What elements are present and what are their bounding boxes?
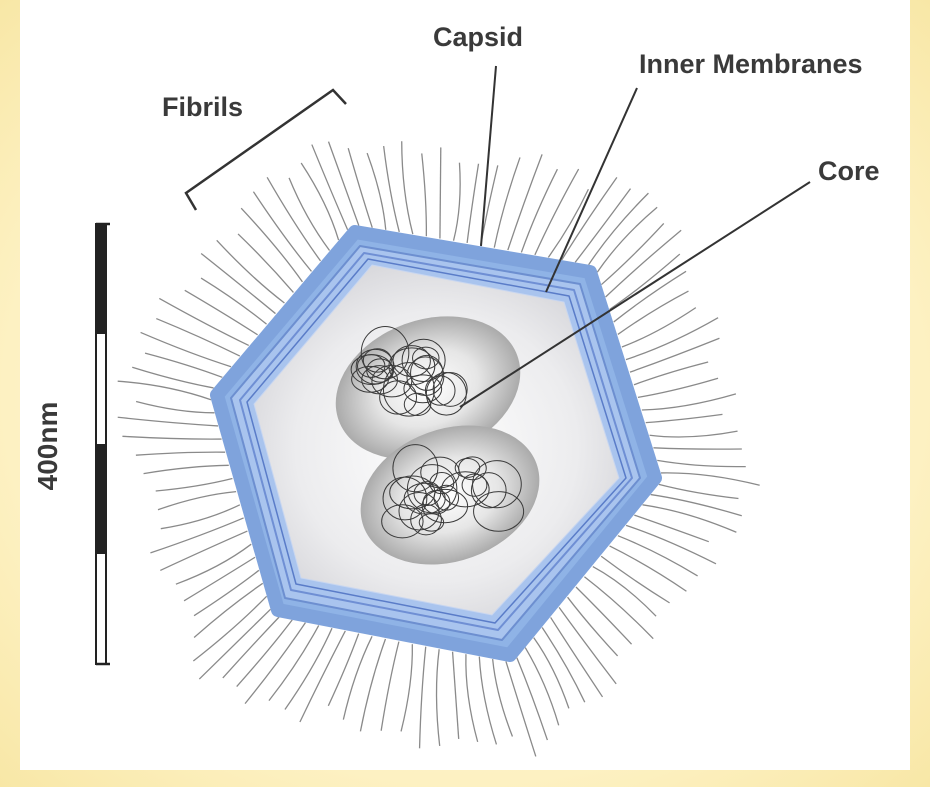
fibril <box>521 169 557 252</box>
fibril <box>646 414 723 422</box>
fibril <box>638 378 718 397</box>
fibril <box>626 318 718 360</box>
fibril <box>145 353 222 377</box>
fibril <box>185 290 258 335</box>
fibril <box>159 298 248 345</box>
fibril <box>506 661 536 756</box>
fibril <box>454 163 461 241</box>
fibril <box>466 654 478 742</box>
fibril <box>420 647 426 749</box>
scale-bar-label: 400nm <box>34 396 62 496</box>
fibril <box>508 154 542 250</box>
inner-membranes-label: Inner Membranes <box>639 51 863 78</box>
fibril <box>422 153 427 236</box>
fibril <box>542 628 585 703</box>
fibril <box>160 531 247 570</box>
fibril <box>301 163 338 240</box>
fibril <box>653 448 741 449</box>
fibril <box>136 452 225 455</box>
capsid-leader-line <box>481 66 496 246</box>
fibril <box>517 658 548 741</box>
fibril <box>576 587 632 644</box>
fibril <box>437 649 440 746</box>
fibril <box>401 644 412 731</box>
fibril <box>494 157 520 247</box>
fibril <box>568 597 618 656</box>
fibril <box>630 338 719 372</box>
fibril <box>381 642 399 731</box>
fibril <box>481 165 498 245</box>
fibril <box>650 431 738 437</box>
capsid-label: Capsid <box>433 24 523 51</box>
fibril <box>659 484 739 498</box>
fibril <box>402 141 413 234</box>
fibril <box>144 465 229 473</box>
fibril <box>661 473 760 485</box>
fibril <box>328 634 358 706</box>
fibril <box>199 609 270 679</box>
scale-bar <box>96 224 110 664</box>
fibril <box>289 178 329 251</box>
fibril <box>122 436 221 439</box>
fibril <box>657 460 746 466</box>
fibril <box>156 319 240 357</box>
fibril <box>525 648 558 726</box>
fibril <box>440 147 441 238</box>
fibril <box>141 332 231 366</box>
fibril <box>453 652 459 739</box>
fibril <box>176 544 251 584</box>
fibril <box>384 146 400 232</box>
fibril <box>548 189 588 257</box>
fibril <box>634 362 708 385</box>
fibril <box>467 164 478 243</box>
fibril <box>118 417 218 426</box>
fibril <box>348 148 372 228</box>
fibril <box>643 505 737 532</box>
fibril <box>642 394 736 410</box>
fibril <box>634 515 708 542</box>
fibril <box>158 492 236 510</box>
fibril <box>329 142 359 226</box>
fibril <box>156 478 233 490</box>
fibrils-label: Fibrils <box>162 94 243 121</box>
fibril <box>343 636 372 719</box>
fibril <box>136 402 214 413</box>
core-label: Core <box>818 158 880 185</box>
fibril <box>622 308 696 347</box>
fibril <box>606 230 682 297</box>
fibril <box>201 278 266 324</box>
fibril <box>150 518 243 553</box>
fibril <box>238 234 293 292</box>
fibril <box>535 169 579 255</box>
